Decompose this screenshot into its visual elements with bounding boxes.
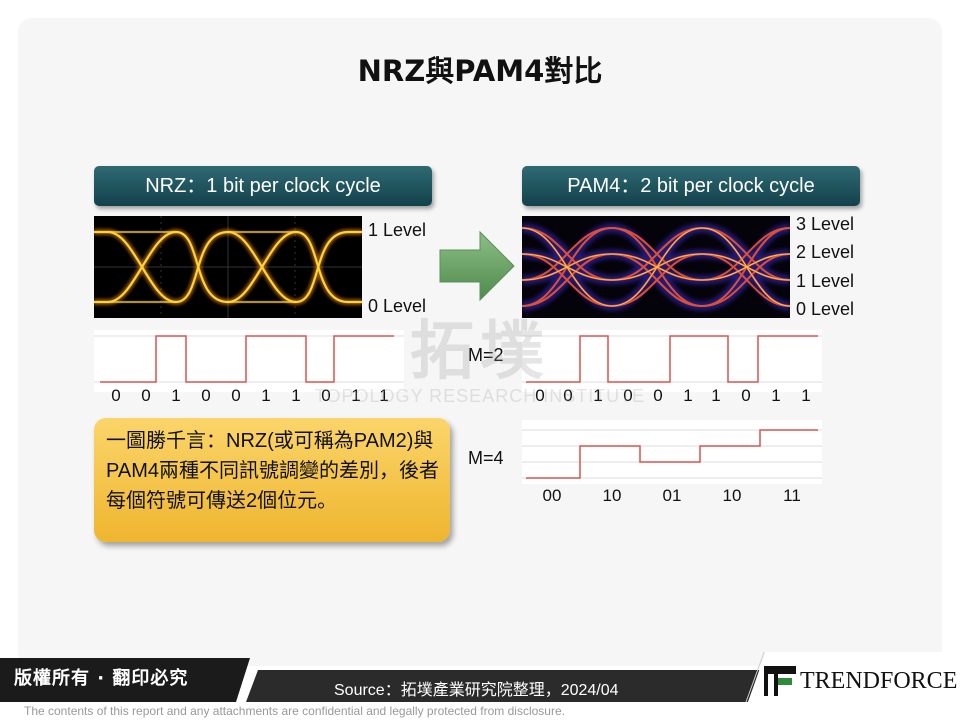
bit-label: 0 xyxy=(741,386,751,405)
bit-label: 0 xyxy=(111,386,121,405)
bit-label: 1 xyxy=(261,386,271,405)
bit-label: 0 xyxy=(231,386,241,405)
nrz-waveform-panel xyxy=(94,330,404,392)
copyright-notice: 版權所有 · 翻印必究 xyxy=(14,668,189,689)
m2-label: M=2 xyxy=(468,345,504,365)
nrz-eye-diagram xyxy=(94,216,362,318)
bit-label: 0 xyxy=(321,386,331,405)
right-arrow-icon xyxy=(439,230,515,302)
bit-label: 0 xyxy=(623,386,633,405)
nrz-header: NRZ：1 bit per clock cycle xyxy=(94,166,432,206)
nrz-level-0-label: 0 Level xyxy=(368,296,427,316)
m4-waveform-panel xyxy=(522,420,822,484)
slide-title: NRZ與PAM4對比 xyxy=(357,54,603,88)
bit-label: 1 xyxy=(291,386,301,405)
bit-label: 1 xyxy=(171,386,181,405)
pam4-level-2-label: 2 Level xyxy=(796,242,855,262)
symbol-label: 11 xyxy=(783,486,801,505)
m4-waveform xyxy=(526,429,818,479)
m2-waveform-panel xyxy=(522,330,822,392)
bit-label: 0 xyxy=(563,386,573,405)
callout-box: 一圖勝千言：NRZ(或可稱為PAM2)與PAM4兩種不同訊號調變的差別，後者每個… xyxy=(94,418,450,542)
brand-text: TRENDFORCE xyxy=(800,668,958,694)
bit-label: 0 xyxy=(653,386,663,405)
m2-waveform xyxy=(526,335,818,383)
symbol-label: 01 xyxy=(662,486,682,505)
m4-symbol-sequence: 00 10 01 10 11 xyxy=(522,486,822,510)
bit-label: 1 xyxy=(801,386,811,405)
source-text: Source：拓墣產業研究院整理，2024/04 xyxy=(334,682,619,699)
bit-label: 1 xyxy=(351,386,361,405)
bit-label: 1 xyxy=(683,386,693,405)
bit-label: 0 xyxy=(535,386,545,405)
brand-name: TRENDFORCE xyxy=(770,668,957,695)
bit-label: 1 xyxy=(593,386,603,405)
bit-label: 1 xyxy=(379,386,389,405)
bit-label: 1 xyxy=(711,386,721,405)
nrz-waveform xyxy=(100,335,394,383)
bit-label: 0 xyxy=(141,386,151,405)
bit-label: 1 xyxy=(771,386,781,405)
pam4-eye-diagram xyxy=(522,216,790,318)
pam4-level-3-label: 3 Level xyxy=(796,214,855,234)
pam4-level-0-label: 0 Level xyxy=(796,299,855,319)
pam4-level-1-label: 1 Level xyxy=(796,271,855,291)
symbol-label: 10 xyxy=(722,486,742,505)
nrz-level-1-label: 1 Level xyxy=(368,220,427,240)
symbol-label: 10 xyxy=(602,486,622,505)
symbol-label: 00 xyxy=(542,486,562,505)
pam4-header: PAM4：2 bit per clock cycle xyxy=(522,166,860,206)
nrz-bit-sequence: 0 0 1 0 0 1 1 0 1 1 xyxy=(94,386,404,410)
bit-label: 0 xyxy=(201,386,211,405)
disclaimer: The contents of this report and any atta… xyxy=(24,704,565,718)
m2-bit-sequence: 0 0 1 0 0 1 1 0 1 1 xyxy=(522,386,822,410)
footer-bar xyxy=(0,652,960,702)
m4-label: M=4 xyxy=(468,448,504,468)
trendforce-logo-icon xyxy=(764,666,796,696)
